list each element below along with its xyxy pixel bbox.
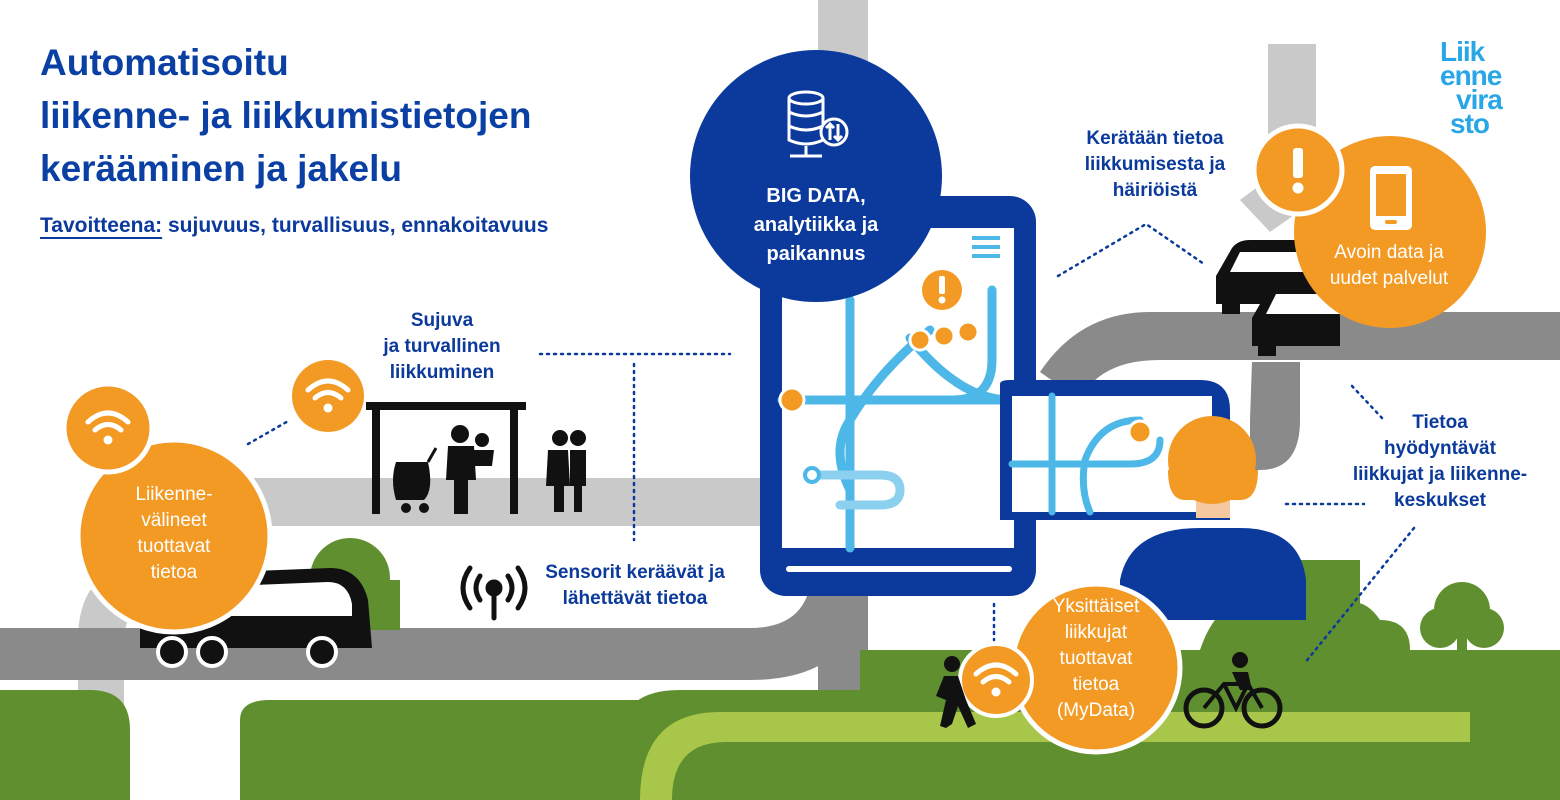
label-line: Sujuva: [410, 310, 474, 331]
label-line: ja turvallinen: [383, 336, 501, 357]
big-data-circle: [690, 50, 942, 302]
label-line: tuottavat: [1059, 648, 1133, 669]
label-line: tietoa: [150, 562, 198, 583]
label-line: keskukset: [1394, 490, 1486, 511]
label-line: Kerätään tietoa: [1086, 128, 1224, 149]
logo-line: vira: [1456, 84, 1503, 115]
title-line: liikenne- ja liikkumistietojen: [40, 95, 532, 136]
subtitle: Tavoitteena: sujuvuus, turvallisuus, enn…: [40, 214, 548, 238]
logo-line: Liik: [1440, 36, 1485, 67]
label-line: tuottavat: [137, 536, 211, 557]
label-line: liikkujat ja liikenne-: [1352, 464, 1528, 485]
label-line: liikkujat: [1064, 622, 1128, 643]
person-illustration: [1120, 416, 1306, 620]
map-points: [778, 320, 980, 484]
label-line: analytiikka ja: [753, 214, 879, 236]
page-title: Automatisoitu liikenne- ja liikkumistiet…: [40, 36, 740, 195]
label-line: hyödyntävät: [1384, 438, 1496, 459]
label-line: BIG DATA,: [766, 185, 866, 207]
logo-line: enne: [1440, 60, 1502, 91]
pedestrian-icon: [936, 656, 976, 728]
avoin-data-label: Avoin data ja uudet palvelut: [1314, 240, 1464, 292]
title-line: kerääminen ja jakelu: [40, 148, 402, 189]
logo-line: sto: [1450, 108, 1490, 139]
map-lines: [777, 285, 1015, 553]
label-line: liikkuminen: [389, 362, 495, 383]
tree-icon: [1420, 582, 1504, 656]
label-line: välineet: [141, 510, 207, 531]
wifi-icon: [292, 360, 364, 432]
antenna-icon: [460, 565, 528, 621]
dotted-lines: [246, 222, 1416, 666]
label-line: (MyData): [1056, 700, 1136, 721]
label-line: paikannus: [766, 243, 866, 265]
wifi-icon: [958, 642, 1034, 718]
label-line: Liikenne-: [135, 484, 213, 505]
liikennevalineet-circle: [75, 437, 273, 635]
menu-icon: [972, 236, 1000, 258]
sensorit-label: Sensorit keräävät ja lähettävät tietoa: [530, 560, 740, 612]
liikennevalineet-label: Liikenne- välineet tuottavat tietoa: [98, 482, 250, 586]
phone-icon: [1370, 166, 1412, 230]
big-data-label: BIG DATA, analytiikka ja paikannus: [716, 182, 916, 269]
label-line: Avoin data ja: [1334, 242, 1444, 263]
sujuva-label: Sujuva ja turvallinen liikkuminen: [352, 308, 532, 386]
liikennevirasto-logo: Liik enne vira sto: [1440, 36, 1503, 139]
label-line: tietoa: [1072, 674, 1120, 695]
small-screen: [1000, 380, 1230, 520]
label-line: liikkumisesta ja: [1084, 154, 1226, 175]
database-icon: [787, 90, 849, 158]
label-line: Yksittäiset: [1052, 596, 1140, 617]
warning-icon: [1251, 123, 1345, 217]
bus-shelter: [366, 402, 586, 514]
title-line: Automatisoitu: [40, 42, 289, 83]
subtitle-text: sujuvuus, turvallisuus, ennakoitavuus: [167, 214, 549, 237]
label-line: lähettävät tietoa: [562, 588, 708, 609]
tietoa-hyodyntavat-label: Tietoa hyödyntävät liikkujat ja liikenne…: [1340, 410, 1540, 514]
wifi-icon: [61, 381, 155, 475]
warning-icon: [922, 270, 962, 310]
label-line: Tietoa: [1412, 412, 1468, 433]
bicycle-icon: [1183, 652, 1283, 729]
label-line: uudet palvelut: [1329, 268, 1449, 289]
yksittaiset-label: Yksittäiset liikkujat tuottavat tietoa (…: [1030, 594, 1162, 724]
subtitle-prefix: Tavoitteena:: [40, 214, 163, 237]
label-line: häiriöistä: [1112, 180, 1198, 201]
kerataan-label: Kerätään tietoa liikkumisesta ja häiriöi…: [1060, 126, 1250, 204]
label-line: Sensorit keräävät ja: [545, 562, 725, 583]
